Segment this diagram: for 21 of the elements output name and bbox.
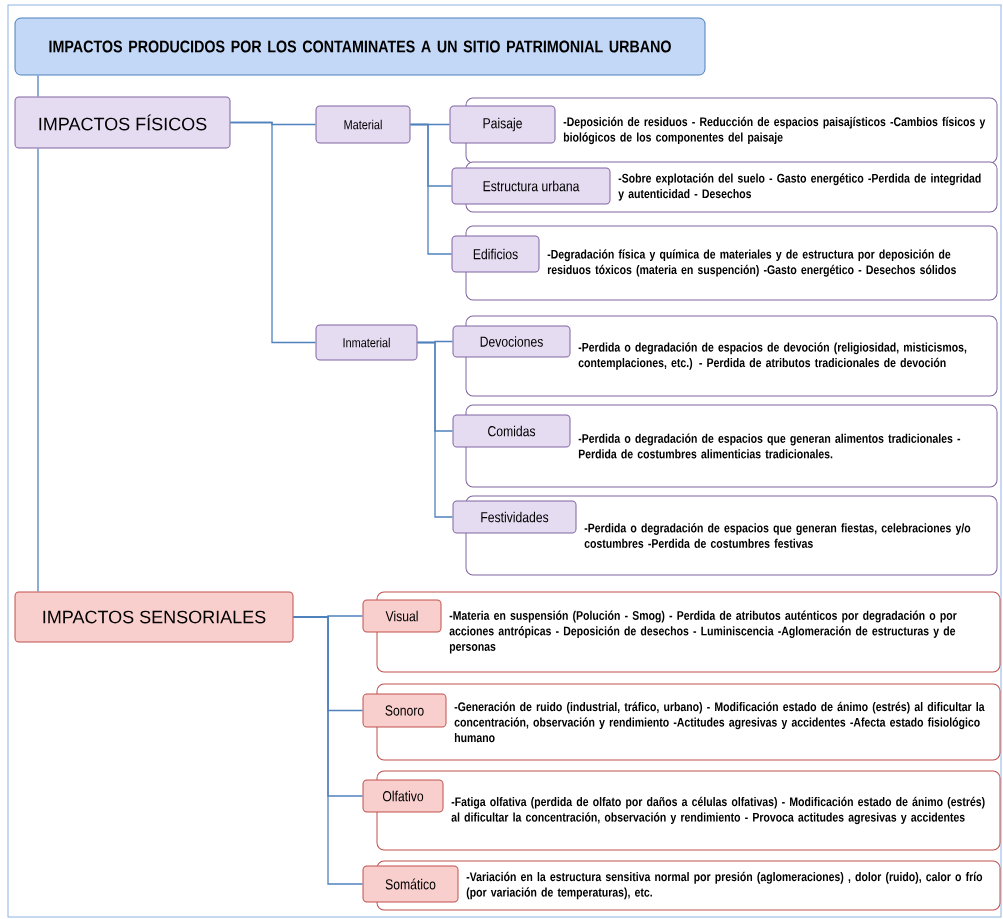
topic-tab: Edificios	[451, 235, 540, 273]
connector-line	[409, 123, 453, 255]
category-box: IMPACTOS FÍSICOS	[14, 96, 231, 149]
topic-tab: Sonoro	[362, 693, 447, 728]
topic-tab: Somático	[362, 865, 459, 903]
connector-line	[292, 616, 364, 885]
connector-line	[37, 147, 39, 593]
topic-tab: Paisaje	[449, 105, 556, 144]
topic-tab: Devociones	[452, 325, 571, 358]
topic-tab: Visual	[362, 599, 442, 633]
category-box: IMPACTOS SENSORIALES	[14, 591, 294, 643]
connector-line	[229, 121, 317, 344]
topic-tab: Olfativo	[362, 779, 444, 813]
subcategory-box: Inmaterial	[315, 324, 418, 361]
topic-tab: Comidas	[452, 414, 571, 448]
subcategory-box: Material	[315, 105, 411, 144]
title-box: IMPACTOS PRODUCIDOS POR LOS CONTAMINATES A UN SITIO PATRIMONIAL URBANO	[14, 17, 706, 76]
connector-line	[37, 74, 39, 98]
topic-tab: Estructura urbana	[451, 167, 611, 205]
connector-line	[416, 341, 454, 518]
topic-tab: Festividades	[452, 500, 577, 534]
